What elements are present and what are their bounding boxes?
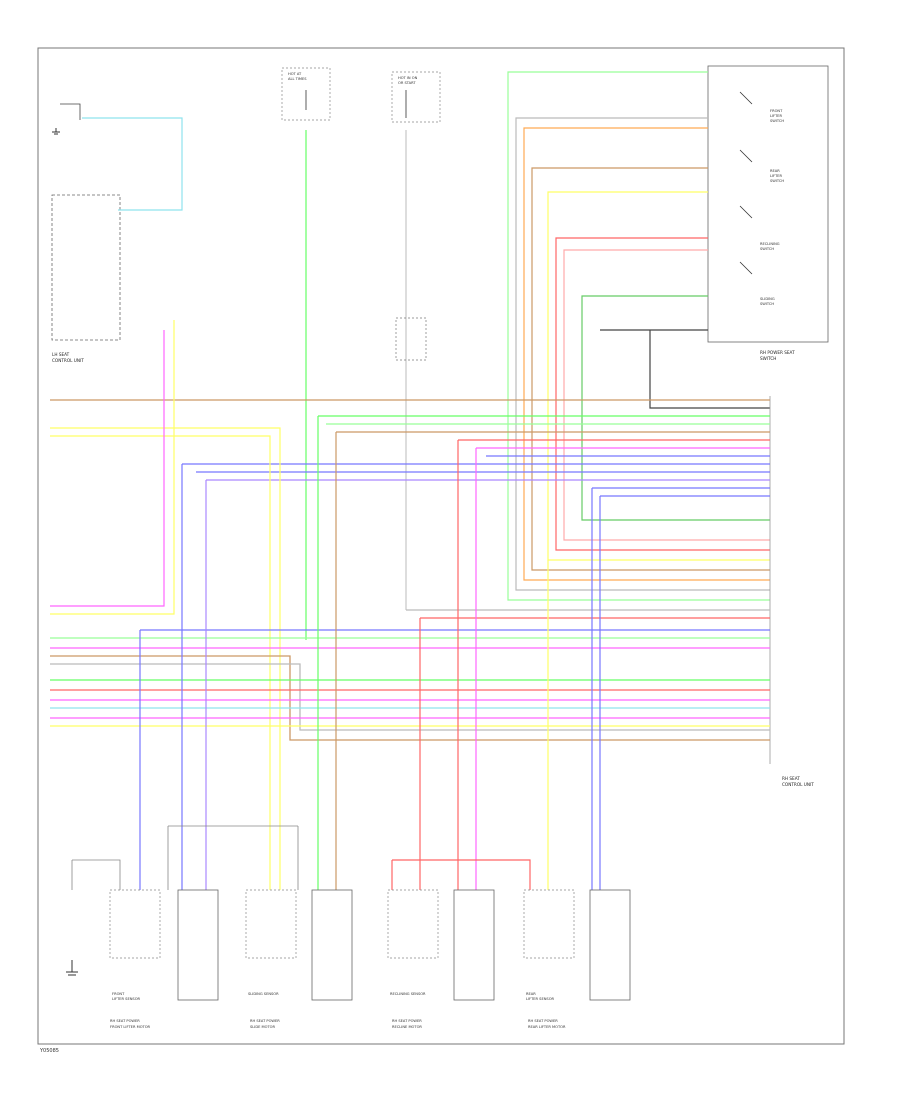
motor-slide: RH SEAT POWER SLIDE MOTOR [250, 889, 353, 1029]
svg-text:RH SEAT: RH SEAT [782, 776, 800, 781]
lh-seat-control-unit: LH SEAT CONTROL UNIT [51, 194, 121, 363]
svg-text:SWITCH: SWITCH [760, 302, 774, 306]
svg-text:LH SEAT: LH SEAT [52, 352, 70, 357]
sensor-drops [139, 416, 601, 890]
svg-text:FRONT: FRONT [112, 992, 125, 996]
sensor-front-lifter: FRONT LIFTER SENSOR [109, 889, 161, 1001]
svg-text:SWITCH: SWITCH [770, 179, 784, 183]
motor-recline: RH SEAT POWER RECLINE MOTOR [392, 889, 495, 1029]
svg-text:SLIDING SENSOR: SLIDING SENSOR [248, 992, 279, 996]
rh-power-seat-switch: FRONT LIFTER SWITCH REAR LIFTER SWITCH R… [707, 65, 829, 343]
ground-bar [167, 825, 299, 890]
svg-text:CONTROL UNIT: CONTROL UNIT [52, 358, 84, 363]
switch-wires [507, 71, 770, 601]
lower-harness [50, 609, 770, 741]
svg-text:LIFTER SENSOR: LIFTER SENSOR [526, 997, 555, 1001]
svg-text:REAR LIFTER MOTOR: REAR LIFTER MOTOR [528, 1025, 566, 1029]
relay-block [395, 317, 427, 361]
ground-symbol-topleft [52, 103, 81, 135]
diagram-border [37, 47, 845, 1045]
bus-wires [50, 320, 770, 890]
svg-text:RECLINE MOTOR: RECLINE MOTOR [392, 1025, 422, 1029]
svg-text:HOT IN ON: HOT IN ON [398, 76, 418, 80]
motor-front-lifter: RH SEAT POWER FRONT LIFTER MOTOR [110, 889, 219, 1029]
wire-lt-blue-top [82, 117, 183, 211]
svg-text:RH SEAT POWER: RH SEAT POWER [110, 1019, 140, 1023]
svg-text:HOT AT: HOT AT [288, 72, 302, 76]
svg-text:RH SEAT POWER: RH SEAT POWER [528, 1019, 558, 1023]
sensor-reclining: RECLINING SENSOR [387, 889, 439, 996]
svg-text:RECLINING: RECLINING [760, 242, 780, 246]
svg-text:SWITCH: SWITCH [770, 119, 784, 123]
svg-text:RH SEAT POWER: RH SEAT POWER [250, 1019, 280, 1023]
motor-rear-lifter: RH SEAT POWER REAR LIFTER MOTOR [528, 889, 631, 1029]
svg-text:FRONT: FRONT [770, 109, 783, 113]
switch-block-label: RH POWER SEAT [760, 350, 795, 355]
svg-text:LIFTER: LIFTER [770, 114, 783, 118]
svg-text:OR START: OR START [398, 81, 416, 85]
svg-text:REAR: REAR [526, 992, 536, 996]
svg-text:LIFTER: LIFTER [770, 174, 783, 178]
sensor-rear-lifter: REAR LIFTER SENSOR [523, 889, 575, 1001]
svg-text:SWITCH: SWITCH [760, 356, 776, 361]
fuse-block-left: HOT AT ALL TIMES [281, 67, 331, 121]
svg-text:CONTROL UNIT: CONTROL UNIT [782, 782, 814, 787]
svg-text:FRONT LIFTER MOTOR: FRONT LIFTER MOTOR [110, 1025, 151, 1029]
svg-text:SLIDING: SLIDING [760, 297, 775, 301]
svg-text:SWITCH: SWITCH [760, 247, 774, 251]
svg-text:REAR: REAR [770, 169, 780, 173]
svg-text:SLIDE MOTOR: SLIDE MOTOR [250, 1025, 275, 1029]
svg-text:RH SEAT POWER: RH SEAT POWER [392, 1019, 422, 1023]
rh-seat-control-unit: RH SEAT CONTROL UNIT [769, 396, 814, 787]
sensor-sliding: SLIDING SENSOR [245, 889, 297, 996]
ground-symbol-bottom [66, 960, 78, 976]
svg-text:LIFTER SENSOR: LIFTER SENSOR [112, 997, 141, 1001]
fuse-block-right: HOT IN ON OR START [391, 71, 441, 123]
footer-code: Y05085 [39, 1048, 59, 1054]
svg-text:RECLINING SENSOR: RECLINING SENSOR [390, 992, 426, 996]
svg-text:ALL TIMES: ALL TIMES [288, 77, 307, 81]
